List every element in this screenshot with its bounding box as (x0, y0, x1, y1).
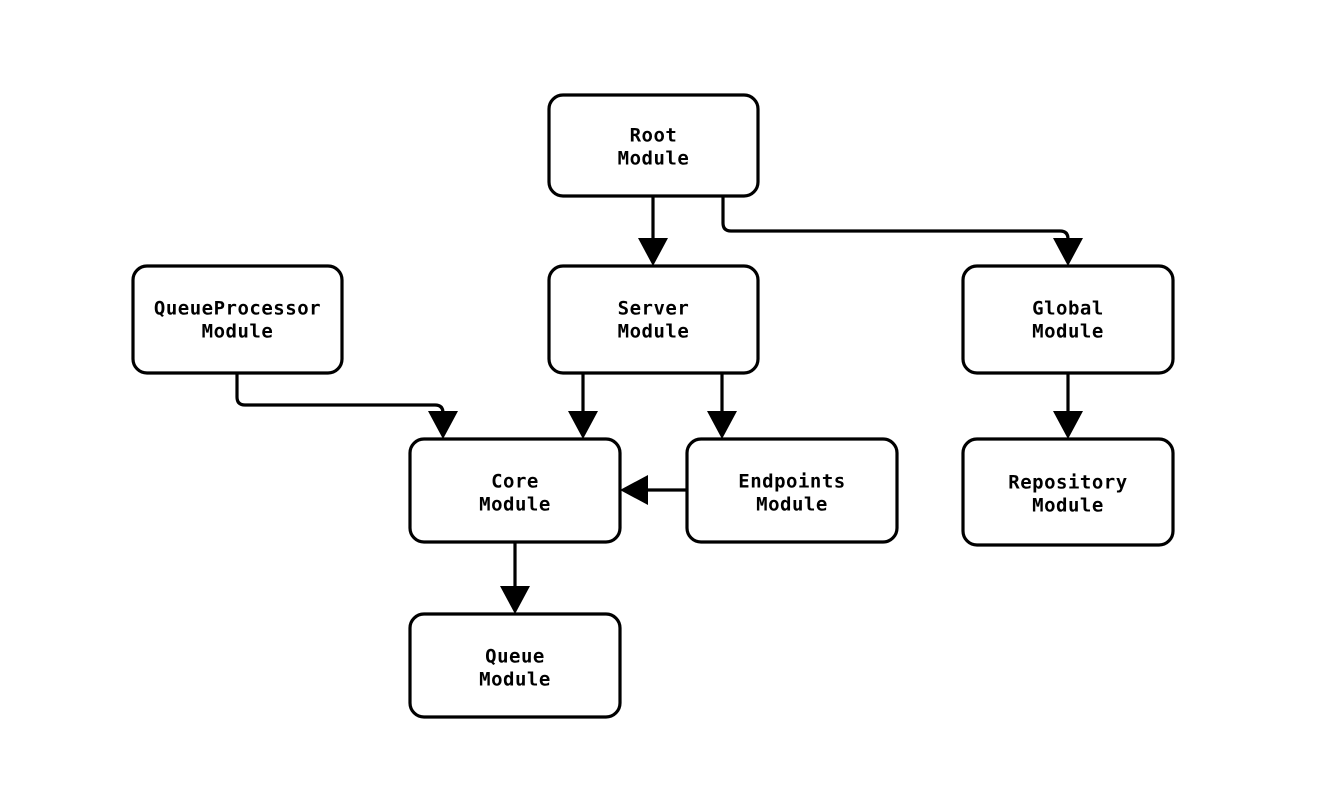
node-global-module-label-line2: Module (1032, 321, 1104, 343)
arrow-head-icon (707, 411, 737, 439)
arrow-head-icon (428, 411, 458, 439)
node-queueprocessor-module[interactable]: QueueProcessor Module (131, 264, 344, 375)
arrow-head-icon (1053, 411, 1083, 439)
node-endpoints-module-label-line1: Endpoints (738, 471, 845, 493)
node-global-module-box[interactable] (961, 264, 1175, 375)
edge-server-to-core[interactable] (568, 373, 598, 439)
node-repository-module-label-line2: Module (1032, 495, 1104, 517)
edge-layer (235, 196, 1083, 614)
node-root-module[interactable]: Root Module (547, 93, 760, 198)
node-repository-module[interactable]: Repository Module (961, 437, 1175, 547)
node-root-module-box[interactable] (547, 93, 760, 198)
node-queueprocessor-module-label-line2: Module (202, 321, 274, 343)
node-server-module-label-line1: Server (618, 298, 690, 320)
node-repository-module-label-line1: Repository (1008, 472, 1127, 494)
arrow-head-icon (638, 238, 668, 266)
arrow-head-icon (500, 586, 530, 614)
edge-endpoints-to-core[interactable] (620, 475, 687, 505)
node-root-module-label-line1: Root (630, 125, 678, 147)
node-global-module-label-line1: Global (1032, 298, 1104, 320)
node-queueprocessor-module-label-line1: QueueProcessor (154, 298, 321, 320)
node-queue-module[interactable]: Queue Module (408, 612, 622, 719)
node-server-module[interactable]: Server Module (547, 264, 760, 375)
edge-server-to-endpoints[interactable] (707, 373, 737, 439)
edge-queueprocessor-to-core[interactable] (235, 373, 458, 439)
node-queue-module-label-line1: Queue (485, 646, 545, 668)
node-layer: Root Module QueueProcessor Module Server… (131, 93, 1175, 719)
node-root-module-label-line2: Module (618, 148, 690, 170)
node-core-module-label-line1: Core (491, 471, 539, 493)
node-server-module-label-line2: Module (618, 321, 690, 343)
node-queue-module-label-line2: Module (479, 669, 551, 691)
edge-global-to-repository[interactable] (1053, 373, 1083, 439)
node-server-module-box[interactable] (547, 264, 760, 375)
node-repository-module-box[interactable] (961, 437, 1175, 547)
node-core-module-label-line2: Module (479, 494, 551, 516)
edge-root-to-global[interactable] (721, 196, 1083, 266)
node-queueprocessor-module-box[interactable] (131, 264, 344, 375)
edge-core-to-queue[interactable] (500, 542, 530, 614)
node-queue-module-box[interactable] (408, 612, 622, 719)
node-endpoints-module-box[interactable] (685, 437, 899, 544)
edge-root-to-server[interactable] (638, 196, 668, 266)
node-global-module[interactable]: Global Module (961, 264, 1175, 375)
arrow-head-icon (620, 475, 648, 505)
node-core-module-box[interactable] (408, 437, 622, 544)
arrow-head-icon (568, 411, 598, 439)
node-endpoints-module-label-line2: Module (756, 494, 828, 516)
node-core-module[interactable]: Core Module (408, 437, 622, 544)
arrow-head-icon (1053, 238, 1083, 266)
node-endpoints-module[interactable]: Endpoints Module (685, 437, 899, 544)
